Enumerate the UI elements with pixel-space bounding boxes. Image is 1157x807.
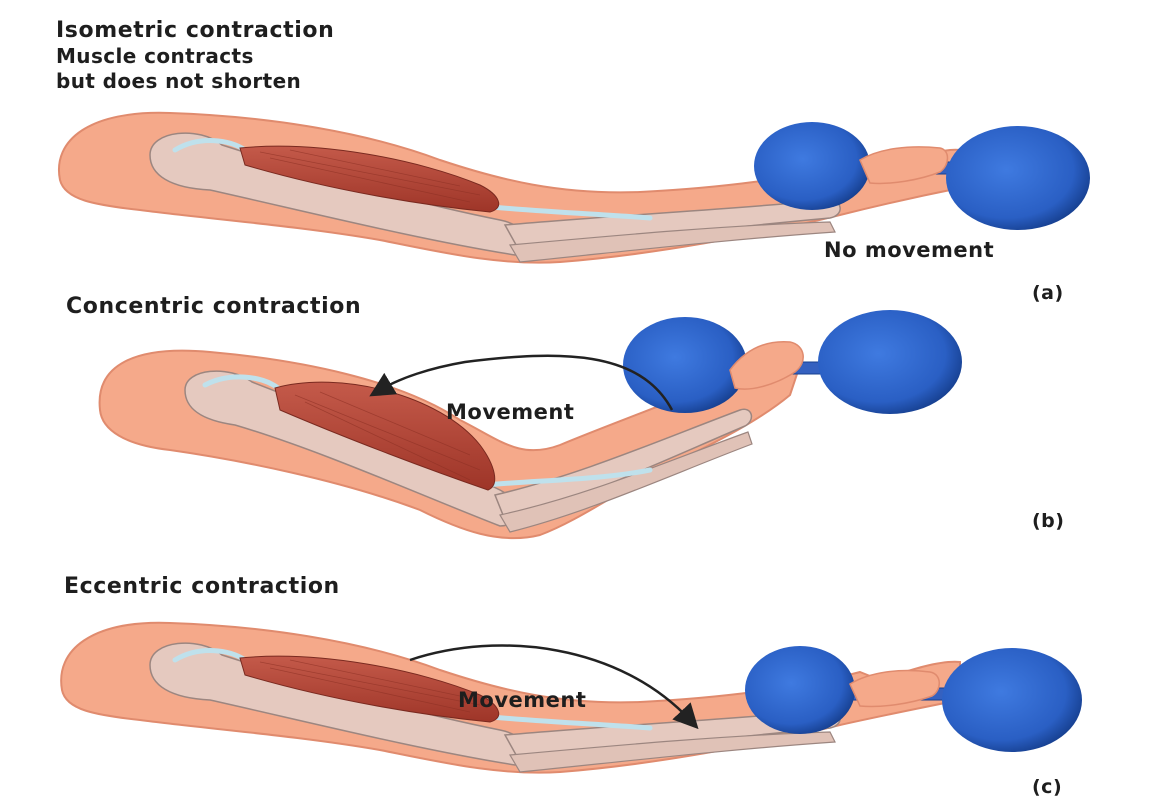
dumbbell-plate-right: [942, 648, 1082, 752]
dumbbell-plate-left: [745, 646, 855, 734]
dumbbell-plate-left: [754, 122, 870, 210]
dumbbell-b: [623, 310, 962, 414]
panel-a-movement-label: No movement: [824, 238, 994, 262]
panel-a-title: Isometric contraction: [56, 18, 334, 43]
panel-c-title: Eccentric contraction: [64, 574, 340, 599]
panel-b-tag: (b): [1032, 510, 1064, 532]
dumbbell-plate-right: [818, 310, 962, 414]
panel-b-movement-label: Movement: [446, 400, 574, 424]
panel-c-movement-label: Movement: [458, 688, 586, 712]
panel-a-subtitle-line-1: Muscle contracts: [56, 44, 254, 69]
dumbbell-plate-left: [623, 317, 747, 413]
panel-a-tag: (a): [1032, 282, 1064, 304]
panel-a-subtitle-line-2: but does not shorten: [56, 69, 301, 94]
dumbbell-plate-right: [946, 126, 1090, 230]
panel-b-title: Concentric contraction: [66, 294, 361, 319]
panel-c-tag: (c): [1032, 776, 1062, 798]
